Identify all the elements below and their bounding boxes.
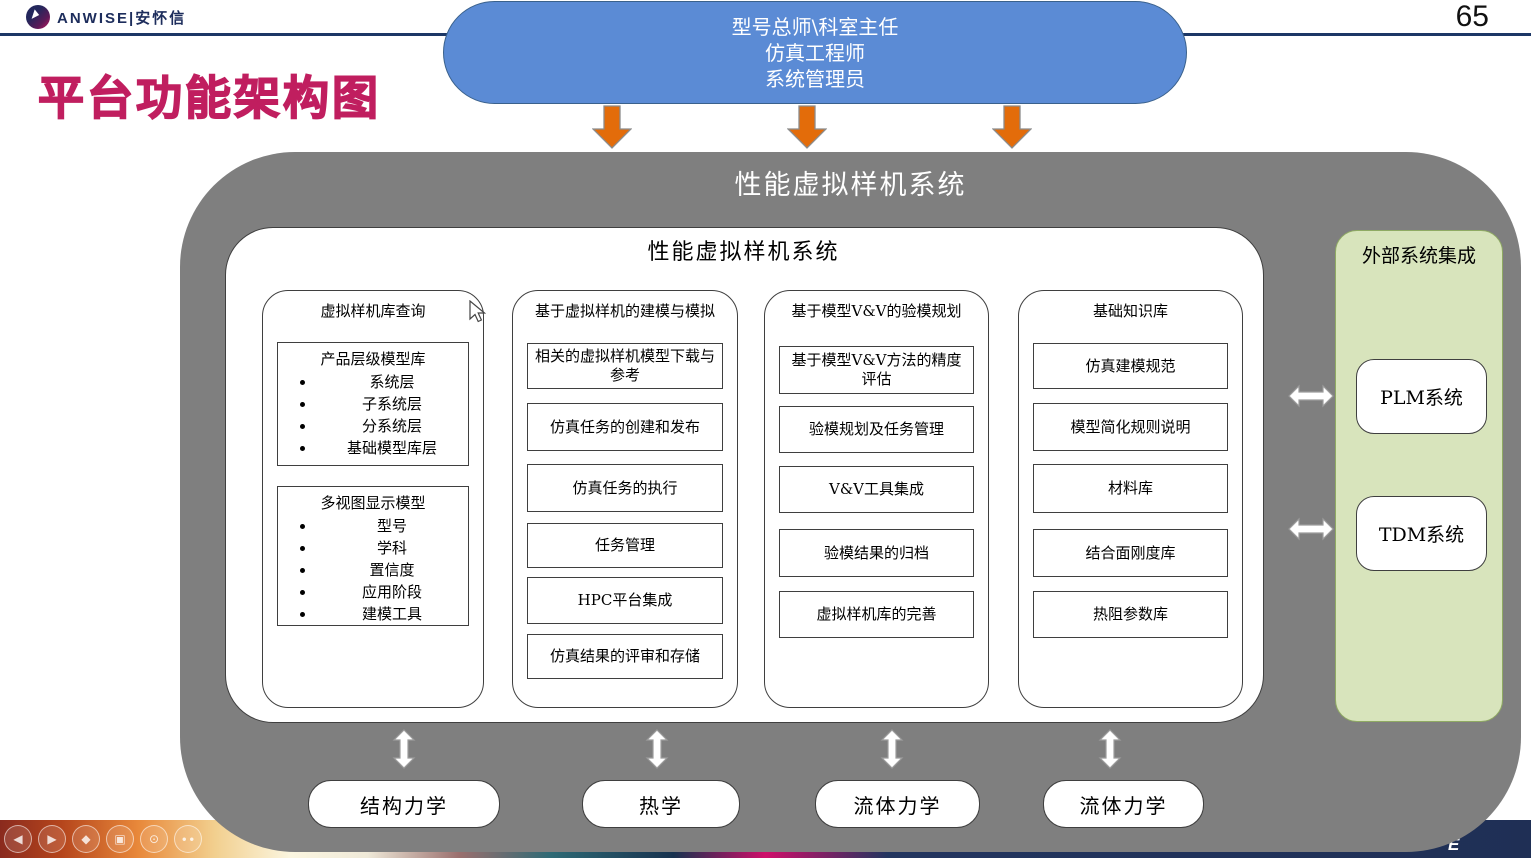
function-box: HPC平台集成: [527, 577, 723, 624]
roles-banner: 型号总师\科室主任 仿真工程师 系统管理员: [443, 1, 1187, 104]
system-outer-title: 性能虚拟样机系统: [734, 170, 967, 201]
column-vv-planning: 基于模型V&V的验模规划 基于模型V&V方法的精度评估 验模规划及任务管理 V&…: [764, 290, 989, 708]
tdm-system-box: TDM系统: [1356, 496, 1487, 571]
nav-frame-icon[interactable]: ▣: [106, 825, 134, 853]
discipline-fluid-mechanics: 流体力学: [815, 780, 980, 828]
anwise-logo-text: ANWISE|安怀信: [57, 9, 187, 27]
group-heading: 多视图显示模型: [320, 494, 426, 512]
down-arrow-icon: [592, 105, 632, 149]
footer-partial-brand-text: E: [1448, 835, 1463, 854]
function-box: 基于模型V&V方法的精度评估: [779, 346, 974, 394]
double-arrow-horizontal-icon: [1288, 384, 1334, 408]
nav-next-icon[interactable]: ▶: [38, 825, 66, 853]
double-arrow-vertical-icon: [1098, 729, 1122, 769]
discipline-thermal: 热学: [582, 780, 740, 828]
nav-more-icon[interactable]: ∙∙: [174, 825, 202, 853]
role-line: 仿真工程师: [765, 40, 865, 65]
bullet-item: 学科: [316, 537, 462, 559]
group-product-level-model-lib: 产品层级模型库 系统层 子系统层 分系统层 基础模型库层: [277, 342, 469, 466]
bullet-item: 型号: [316, 515, 462, 537]
external-systems-panel: 外部系统集成 PLM系统 TDM系统: [1335, 230, 1503, 722]
function-box: V&V工具集成: [779, 466, 974, 513]
system-inner-title: 性能虚拟样机系统: [647, 240, 840, 265]
bullet-item: 系统层: [316, 371, 462, 393]
bullet-item: 置信度: [316, 559, 462, 581]
group-heading: 产品层级模型库: [320, 350, 426, 368]
column-title: 基于模型V&V的验模规划: [791, 302, 962, 320]
column-title: 基于虚拟样机的建模与模拟: [534, 302, 715, 320]
bullet-item: 建模工具: [316, 603, 462, 625]
column-title: 虚拟样机库查询: [320, 302, 426, 320]
bullet-item: 基础模型库层: [316, 437, 462, 459]
nav-prev-icon[interactable]: ◀: [4, 825, 32, 853]
function-box: 仿真任务的执行: [527, 464, 723, 512]
double-arrow-vertical-icon: [645, 729, 669, 769]
bullet-item: 子系统层: [316, 393, 462, 415]
anwise-logo-icon: [26, 5, 50, 29]
plm-system-box: PLM系统: [1356, 359, 1487, 434]
viewer-nav-controls: ◀ ▶ ◆ ▣ ⊙ ∙∙: [4, 825, 202, 853]
group-multiview-display-model: 多视图显示模型 型号 学科 置信度 应用阶段 建模工具: [277, 486, 469, 626]
slide-title: 平台功能架构图: [37, 71, 381, 125]
double-arrow-horizontal-icon: [1288, 517, 1334, 541]
function-box: 模型简化规则说明: [1033, 403, 1228, 451]
bullet-item: 应用阶段: [316, 581, 462, 603]
external-panel-title: 外部系统集成: [1361, 245, 1476, 267]
discipline-structural-mechanics: 结构力学: [308, 780, 500, 828]
function-box: 相关的虚拟样机模型下载与参考: [527, 343, 723, 389]
function-box: 验模结果的归档: [779, 529, 974, 577]
role-line: 型号总师\科室主任: [731, 14, 899, 39]
double-arrow-vertical-icon: [880, 729, 904, 769]
role-line: 系统管理员: [765, 66, 865, 91]
mouse-cursor: [469, 300, 487, 323]
column-title: 基础知识库: [1092, 302, 1168, 320]
function-box: 仿真任务的创建和发布: [527, 403, 723, 451]
nav-shape-icon[interactable]: ◆: [72, 825, 100, 853]
function-box: 任务管理: [527, 523, 723, 568]
function-box: 虚拟样机库的完善: [779, 591, 974, 638]
function-box: 材料库: [1033, 464, 1228, 513]
down-arrow-icon: [992, 105, 1032, 149]
down-arrow-icon: [787, 105, 827, 149]
double-arrow-vertical-icon: [392, 729, 416, 769]
page-number: 65: [1455, 0, 1489, 33]
nav-zoom-icon[interactable]: ⊙: [140, 825, 168, 853]
discipline-fluid-mechanics: 流体力学: [1043, 780, 1204, 828]
column-modeling-simulation: 基于虚拟样机的建模与模拟 相关的虚拟样机模型下载与参考 仿真任务的创建和发布 仿…: [512, 290, 738, 708]
function-box: 结合面刚度库: [1033, 529, 1228, 577]
anwise-logo: ANWISE|安怀信: [26, 5, 186, 29]
function-box: 仿真建模规范: [1033, 343, 1228, 389]
function-box: 验模规划及任务管理: [779, 406, 974, 453]
function-box: 仿真结果的评审和存储: [527, 634, 723, 679]
bullet-item: 分系统层: [316, 415, 462, 437]
column-virtual-prototype-query: 虚拟样机库查询 产品层级模型库 系统层 子系统层 分系统层 基础模型库层 多视图…: [262, 290, 484, 708]
function-box: 热阻参数库: [1033, 591, 1228, 638]
column-knowledge-base: 基础知识库 仿真建模规范 模型简化规则说明 材料库 结合面刚度库 热阻参数库: [1018, 290, 1243, 708]
